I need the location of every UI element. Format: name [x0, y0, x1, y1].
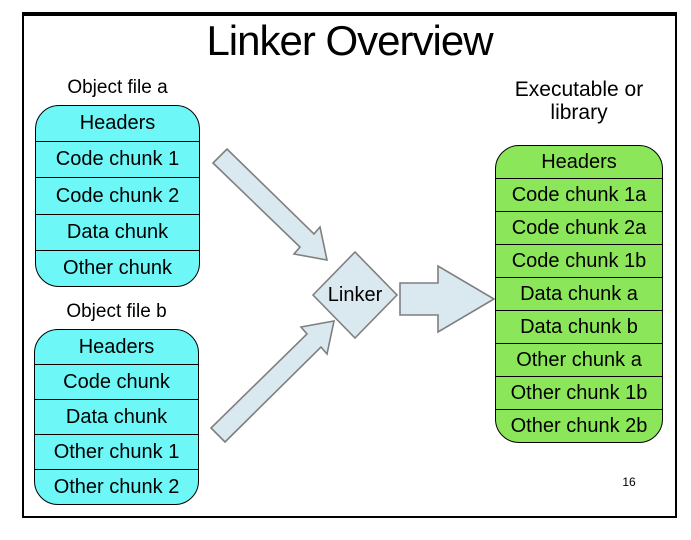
arrow-object-b-to-linker: [209, 319, 336, 444]
object-file-b-row: Data chunk: [35, 399, 198, 434]
slide: Linker Overview Linker Object file a Hea…: [22, 12, 677, 518]
object-file-a-row: Headers: [79, 112, 156, 135]
object-file-b-row: Headers: [78, 335, 155, 358]
executable-row: Code chunk 1a: [496, 178, 662, 211]
slide-title: Linker Overview: [206, 17, 493, 64]
executable-row: Code chunk 2a: [496, 211, 662, 244]
executable-row: Other chunk 1b: [496, 376, 662, 409]
executable-row: Data chunk b: [496, 310, 662, 343]
page-number: 16: [622, 475, 636, 489]
object-file-b-label: Object file b: [66, 301, 167, 322]
arrow-linker-to-executable: [399, 264, 496, 334]
executable-row: Other chunk a: [496, 343, 662, 376]
object-file-a-row: Code chunk 2: [36, 177, 199, 213]
object-file-a-row: Other chunk: [36, 249, 199, 286]
arrow-object-a-to-linker: [211, 147, 329, 262]
executable-row: Headers: [541, 150, 617, 173]
executable-label-line: Executable or: [514, 78, 644, 101]
object-file-b-row: Other chunk 2: [35, 469, 198, 504]
executable-row: Other chunk 2b: [496, 409, 662, 442]
executable-row: Data chunk a: [496, 277, 662, 310]
object-file-a-row: Code chunk 1: [36, 141, 199, 177]
executable-label-line: library: [550, 101, 608, 124]
executable-row: Code chunk 1b: [496, 244, 662, 277]
linker-label: Linker: [327, 284, 383, 306]
object-file-b-row: Other chunk 1: [35, 434, 198, 469]
object-file-b-row: Code chunk: [35, 364, 198, 399]
object-file-a-row: Data chunk: [36, 213, 199, 250]
object-file-a-label: Object file a: [67, 77, 168, 98]
